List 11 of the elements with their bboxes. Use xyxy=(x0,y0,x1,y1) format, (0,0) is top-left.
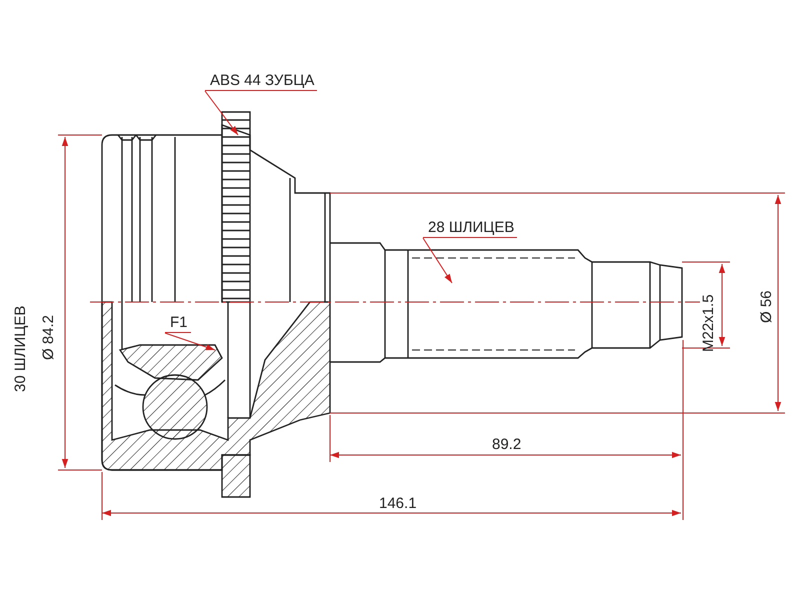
leader-line xyxy=(204,90,238,136)
callout-label: 28 ШЛИЦЕВ xyxy=(423,219,518,238)
callout-label: ABS 44 ЗУБЦА xyxy=(205,72,318,91)
dimension-label: 89.2 xyxy=(492,436,522,453)
dimension-label: 30 ШЛИЦЕВ xyxy=(12,306,29,392)
dimension-label: Ø 56 xyxy=(758,290,775,323)
dimension-label: Ø 84.2 xyxy=(40,314,57,360)
dimension-label: M22x1.5 xyxy=(700,294,717,352)
callout-label: F1 xyxy=(165,314,191,333)
leader-line xyxy=(422,238,452,284)
dimension-label: 146.1 xyxy=(379,495,417,512)
